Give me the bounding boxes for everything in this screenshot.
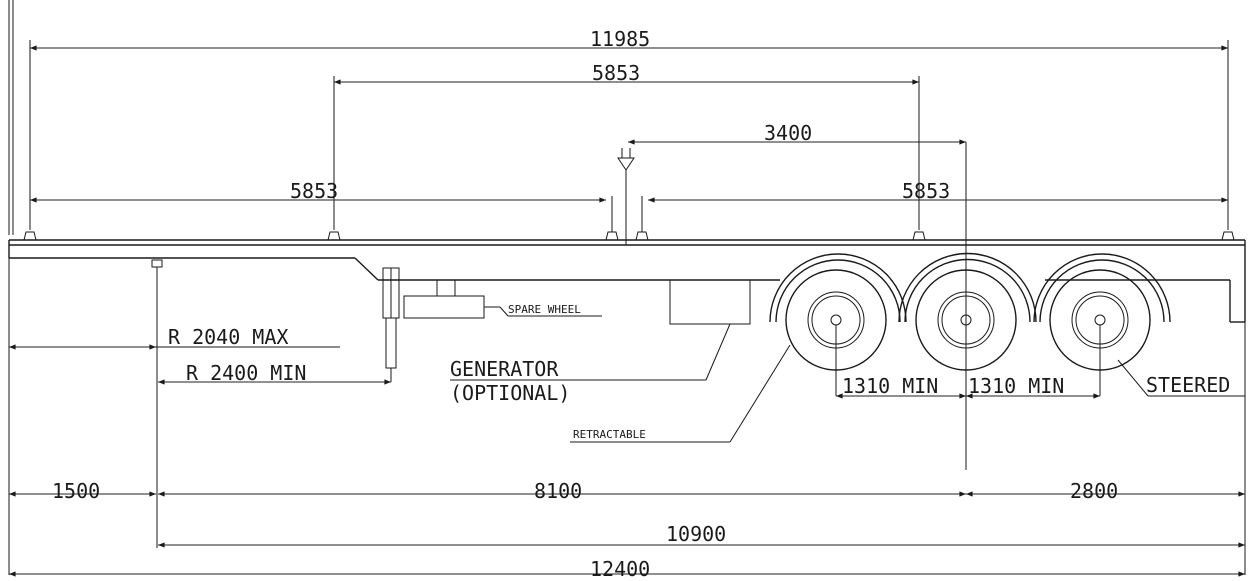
spare-wheel: SPARE WHEEL bbox=[403, 279, 602, 319]
load-centre-arrow-icon bbox=[617, 148, 635, 245]
generator-label: GENERATOR bbox=[450, 357, 559, 381]
mudguards bbox=[769, 252, 1171, 323]
dim-text-5853-top: 5853 bbox=[592, 61, 640, 85]
retractable-label: RETRACTABLE bbox=[573, 428, 646, 441]
trailer-chassis bbox=[8, 239, 1246, 323]
dimension-10900: 10900 bbox=[158, 522, 1245, 548]
left-edge-line bbox=[8, 0, 14, 235]
dimension-r2400: R 2400 MIN bbox=[158, 361, 391, 385]
retractable-leader: RETRACTABLE bbox=[570, 344, 791, 443]
dimension-8100: 8100 bbox=[158, 479, 966, 503]
dimension-2800: 2800 bbox=[966, 322, 1246, 575]
generator-note: (OPTIONAL) bbox=[450, 381, 570, 405]
swing-min-label: R 2400 MIN bbox=[186, 361, 306, 385]
dim-text-8100: 8100 bbox=[534, 479, 582, 503]
generator-box: GENERATOR (OPTIONAL) bbox=[450, 279, 751, 405]
dimension-3400: 3400 bbox=[628, 121, 967, 470]
dimension-5853-front: 5853 bbox=[30, 179, 613, 232]
dim-text-1500: 1500 bbox=[52, 479, 100, 503]
axle-gap-2-label: 1310 MIN bbox=[968, 374, 1064, 398]
swing-max-label: R 2040 MAX bbox=[168, 325, 288, 349]
spare-wheel-label: SPARE WHEEL bbox=[508, 303, 581, 316]
dimension-1310-a: 1310 MIN bbox=[835, 325, 966, 399]
dimension-12400: 12400 bbox=[8, 258, 1245, 581]
dim-text-3400: 3400 bbox=[764, 121, 812, 145]
landing-leg bbox=[382, 267, 400, 382]
wheel-2 bbox=[915, 269, 1017, 371]
dim-text-5853-rear: 5853 bbox=[902, 179, 950, 203]
dimension-5853-top: 5853 bbox=[333, 61, 920, 230]
dimension-11985: 11985 bbox=[29, 27, 1229, 230]
dimension-5853-rear: 5853 bbox=[641, 179, 1228, 232]
steered-label: STEERED bbox=[1146, 373, 1230, 397]
dim-text-10900: 10900 bbox=[666, 522, 726, 546]
dim-text-5853-front: 5853 bbox=[290, 179, 338, 203]
axle-gap-1-label: 1310 MIN bbox=[842, 374, 938, 398]
dim-text-11985: 11985 bbox=[590, 27, 650, 51]
dimension-1310-b: 1310 MIN bbox=[966, 325, 1101, 399]
kingpin bbox=[151, 259, 163, 548]
dim-text-12400: 12400 bbox=[590, 557, 650, 581]
dimension-1500: 1500 bbox=[9, 479, 156, 503]
dimension-r2040: R 2040 MAX bbox=[9, 325, 340, 350]
steered-leader: STEERED bbox=[1117, 359, 1245, 397]
twist-lock-icons bbox=[23, 231, 1235, 241]
dim-text-2800: 2800 bbox=[1070, 479, 1118, 503]
